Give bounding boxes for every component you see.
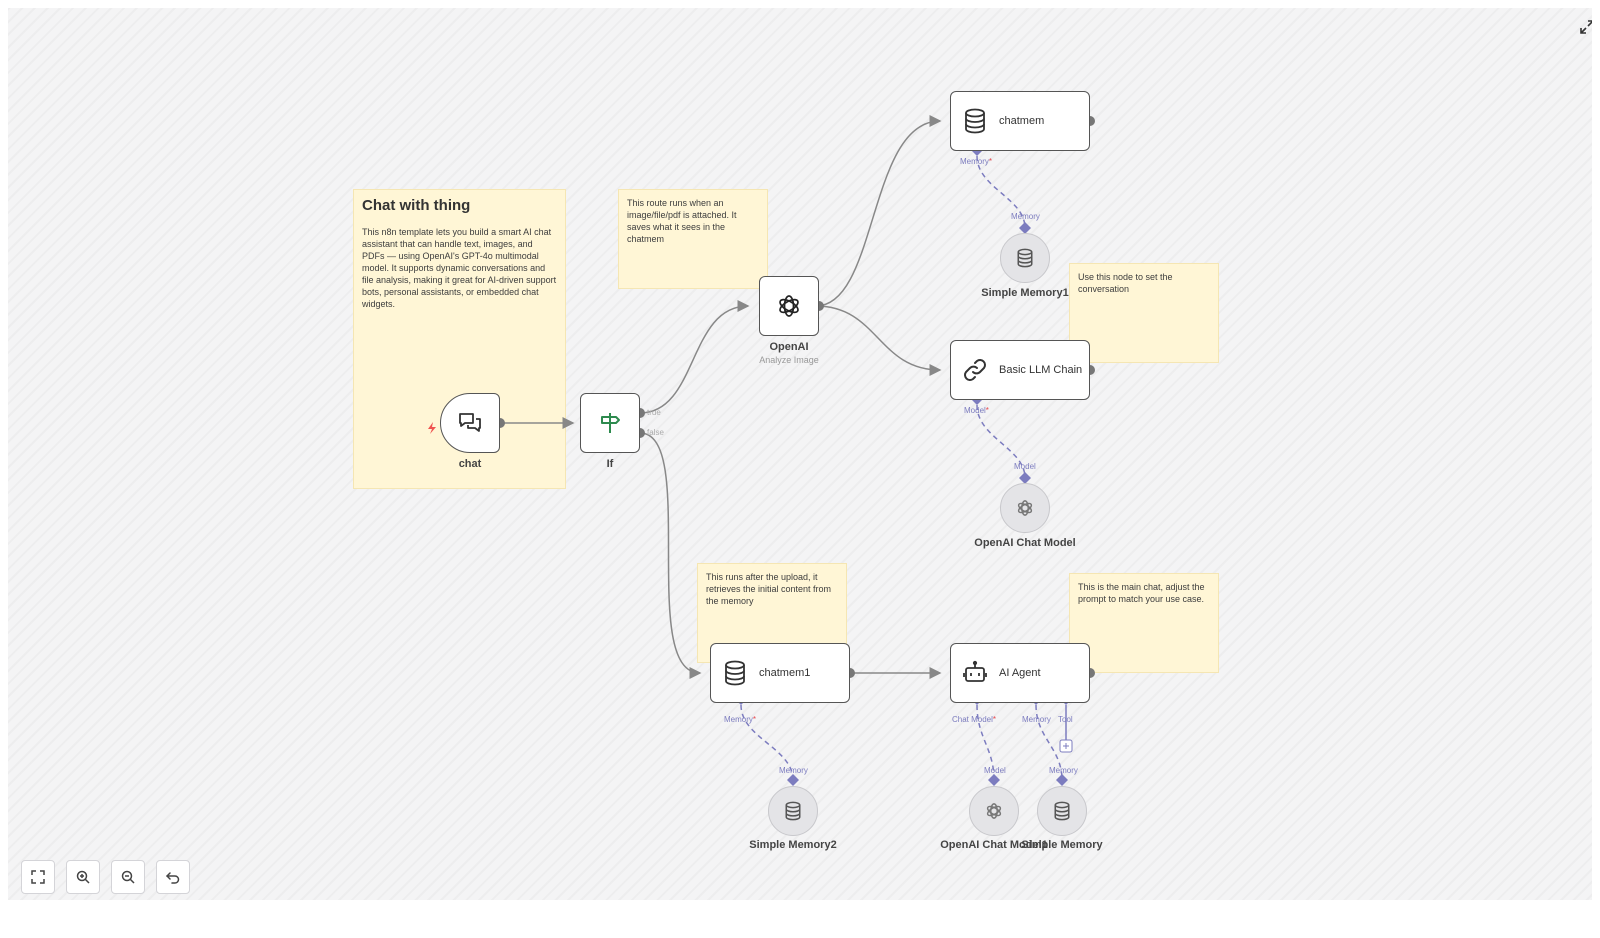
sub-wire-llmchain-model: [976, 404, 1026, 479]
simple-memory-label: Simple Memory: [1021, 839, 1103, 851]
sticky-note-conversation[interactable]: Use this node to set the conversation: [1069, 263, 1219, 363]
openai-node-label: OpenAI: [769, 341, 809, 353]
agent-chat-model-port: Chat Model*: [952, 715, 997, 724]
chat-bubbles-icon: [441, 394, 499, 452]
robot-icon: [951, 644, 999, 702]
openai-chat-model1-node[interactable]: [969, 786, 1019, 836]
simple-memory-node[interactable]: [1037, 786, 1087, 836]
simple-memory2-port: Memory: [779, 766, 808, 775]
if-true-label: true: [647, 408, 661, 417]
simple-memory1-label: Simple Memory1: [981, 287, 1069, 299]
undo-button[interactable]: [156, 860, 190, 894]
agent-memory-port: Memory: [1022, 715, 1051, 724]
basic-llm-chain-title: Basic LLM Chain: [999, 364, 1083, 376]
zoom-out-button[interactable]: [111, 860, 145, 894]
sub-wire-agent-chatmodel: [976, 704, 995, 781]
sticky-text: This is the main chat, adjust the prompt…: [1078, 582, 1205, 604]
simple-memory2-label: Simple Memory2: [749, 839, 837, 851]
zoom-in-button[interactable]: [66, 860, 100, 894]
openai-chat-model-port: Model: [1014, 462, 1036, 471]
workflow-canvas[interactable]: Chat with thing This n8n template lets y…: [8, 8, 1592, 900]
sub-wire-chatmem1-memory: [740, 704, 794, 781]
sticky-text: This route runs when an image/file/pdf i…: [627, 198, 737, 244]
sticky-text: Use this node to set the conversation: [1078, 272, 1173, 294]
fit-view-button[interactable]: [21, 860, 55, 894]
openai-icon: [760, 277, 818, 335]
if-node[interactable]: [580, 393, 640, 453]
tool-add-button: [1059, 739, 1073, 753]
simple-memory2-node[interactable]: [768, 786, 818, 836]
database-icon: [785, 801, 801, 821]
agent-tool-port: Tool: [1058, 715, 1073, 724]
openai-chat-model-node[interactable]: [1000, 483, 1050, 533]
if-false-label: false: [647, 428, 664, 437]
link-icon: [951, 341, 999, 399]
if-node-label: If: [606, 458, 614, 470]
fullscreen-button[interactable]: [1578, 18, 1592, 36]
wire-if-openai: [639, 300, 750, 414]
openai-icon: [986, 803, 1002, 819]
sticky-body: This n8n template lets you build a smart…: [362, 227, 557, 309]
basic-llm-chain-node[interactable]: Basic LLM Chain: [950, 340, 1090, 400]
ai-agent-title: AI Agent: [999, 667, 1041, 679]
connections-layer: [495, 115, 1095, 786]
ai-agent-node[interactable]: AI Agent: [950, 643, 1090, 703]
chatmem1-node[interactable]: chatmem1: [710, 643, 850, 703]
chatmem-node[interactable]: chatmem: [950, 91, 1090, 151]
trigger-bolt-icon: [428, 422, 436, 434]
chatmem-node-title: chatmem: [999, 115, 1045, 127]
zoom-in-icon: [76, 870, 90, 884]
openai-chat-model-label: OpenAI Chat Model: [974, 537, 1076, 549]
chat-node-label: chat: [458, 458, 482, 470]
openai-chat-model1-port: Model: [984, 766, 1006, 775]
wire-openai-chatmem: [815, 115, 942, 307]
wire-openai-llmchain: [815, 305, 942, 376]
sticky-note-route[interactable]: This route runs when an image/file/pdf i…: [618, 189, 768, 289]
chatmem1-node-title: chatmem1: [759, 667, 811, 679]
sub-wire-agent-memory: [1035, 704, 1063, 781]
database-icon: [951, 92, 999, 150]
openai-node[interactable]: [759, 276, 819, 336]
openai-icon: [1017, 500, 1033, 516]
signpost-icon: [581, 394, 639, 452]
simple-memory1-port: Memory: [1011, 212, 1040, 221]
openai-node-sublabel: Analyze Image: [759, 355, 819, 365]
database-icon: [711, 644, 759, 702]
sticky-title: Chat with thing: [362, 197, 471, 214]
wire-if-chatmem1: [639, 432, 702, 679]
openai-chat-model1-label: OpenAI Chat Model1: [940, 839, 1048, 851]
database-icon: [1017, 248, 1033, 268]
undo-icon: [166, 872, 180, 884]
database-icon: [1054, 801, 1070, 821]
fit-view-icon: [31, 870, 45, 884]
sticky-note-mainchat[interactable]: This is the main chat, adjust the prompt…: [1069, 573, 1219, 673]
sub-wire-chatmem-memory: [976, 155, 1026, 229]
expand-arrows-icon: [1580, 20, 1592, 34]
simple-memory-port: Memory: [1049, 766, 1078, 775]
simple-memory1-node[interactable]: [1000, 233, 1050, 283]
sticky-text: This runs after the upload, it retrieves…: [706, 572, 832, 606]
zoom-out-icon: [121, 870, 135, 884]
llm-chain-model-port: Model*: [964, 406, 989, 415]
chatmem-memory-port: Memory*: [960, 157, 993, 166]
chat-trigger-node[interactable]: [440, 393, 500, 453]
chatmem1-memory-port: Memory*: [724, 715, 757, 724]
